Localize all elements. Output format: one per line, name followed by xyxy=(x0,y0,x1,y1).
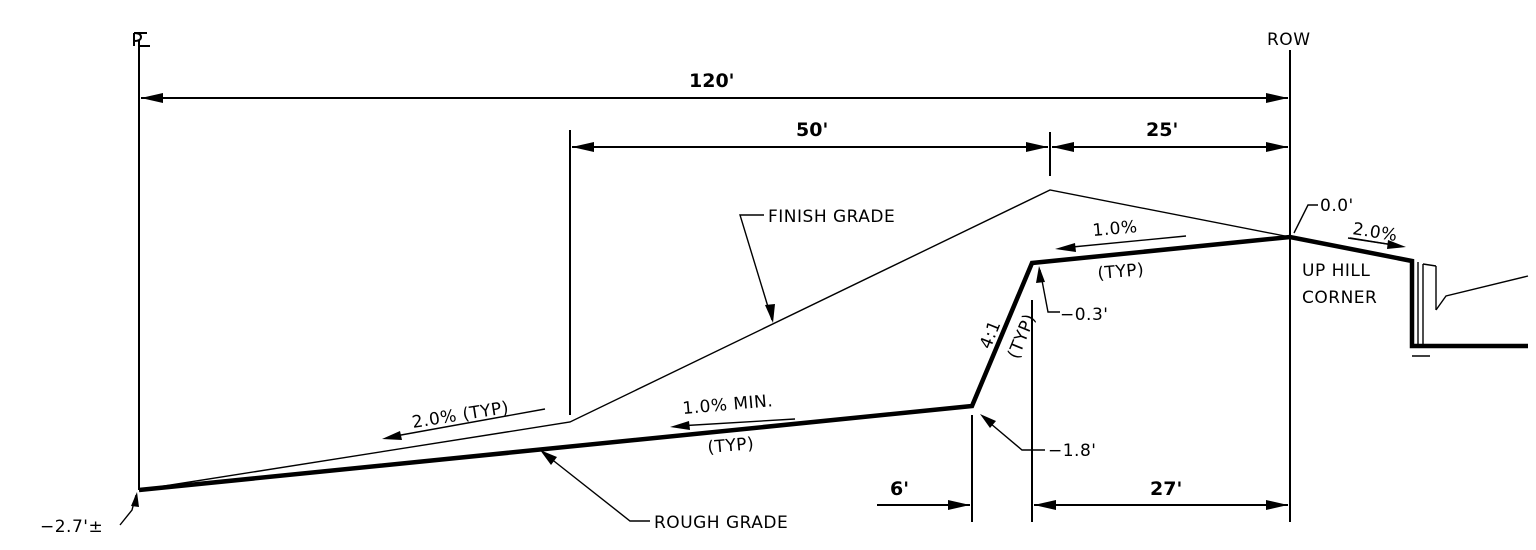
rough-grade-leader xyxy=(540,450,650,522)
finish-grade-line xyxy=(138,189,1291,491)
dimension-6-label: 6' xyxy=(890,478,909,500)
dimension-6 xyxy=(877,500,970,510)
corner-label: CORNER xyxy=(1302,288,1377,308)
rough-grade-label: ROUGH GRADE xyxy=(654,513,788,533)
typ-top-label: (TYP) xyxy=(1097,260,1145,284)
slope-1pct-min-label: 1.0% MIN. xyxy=(682,391,774,419)
property-line-symbol xyxy=(133,32,150,47)
curb-detail xyxy=(1412,262,1529,357)
elevation-neg-0-3-label: −0.3' xyxy=(1060,305,1108,325)
typ-bottom-label: (TYP) xyxy=(707,434,755,458)
up-hill-label: UP HILL xyxy=(1302,261,1370,281)
slope-2pct-typ-label: 2.0% (TYP) xyxy=(411,398,511,433)
elev-0-0-leader xyxy=(1293,204,1318,234)
slope-2pct-underline xyxy=(1349,237,1401,247)
row-label: ROW xyxy=(1267,30,1311,50)
slope-arrow-1pct-min xyxy=(670,418,796,430)
elevation-neg-2-7-label: −2.7'± xyxy=(40,517,103,537)
finish-grade-label: FINISH GRADE xyxy=(768,207,895,227)
dimension-27-label: 27' xyxy=(1150,478,1182,500)
dimension-27 xyxy=(1034,500,1288,510)
elev-neg-0-3-leader xyxy=(1036,266,1060,313)
slope-arrow-2pct-left xyxy=(382,408,546,440)
dimension-120-label: 120' xyxy=(689,70,734,92)
dimension-50-label: 50' xyxy=(796,119,828,141)
slope-4-1-label: 4:1 xyxy=(976,318,1005,352)
dimension-25-label: 25' xyxy=(1146,119,1178,141)
dimension-25 xyxy=(1052,142,1288,152)
dimension-120 xyxy=(141,93,1288,103)
rough-grade-line xyxy=(138,234,1528,493)
elev-neg-2-7-leader xyxy=(119,492,139,526)
slope-1pct-label: 1.0% xyxy=(1092,217,1139,241)
elevation-neg-1-8-label: −1.8' xyxy=(1048,441,1096,461)
finish-grade-leader xyxy=(739,214,775,323)
elev-neg-1-8-leader xyxy=(980,414,1045,451)
dimension-50 xyxy=(572,142,1048,152)
elevation-0-0-label: 0.0' xyxy=(1320,196,1354,216)
slope-arrow-1pct-top xyxy=(1055,235,1187,252)
